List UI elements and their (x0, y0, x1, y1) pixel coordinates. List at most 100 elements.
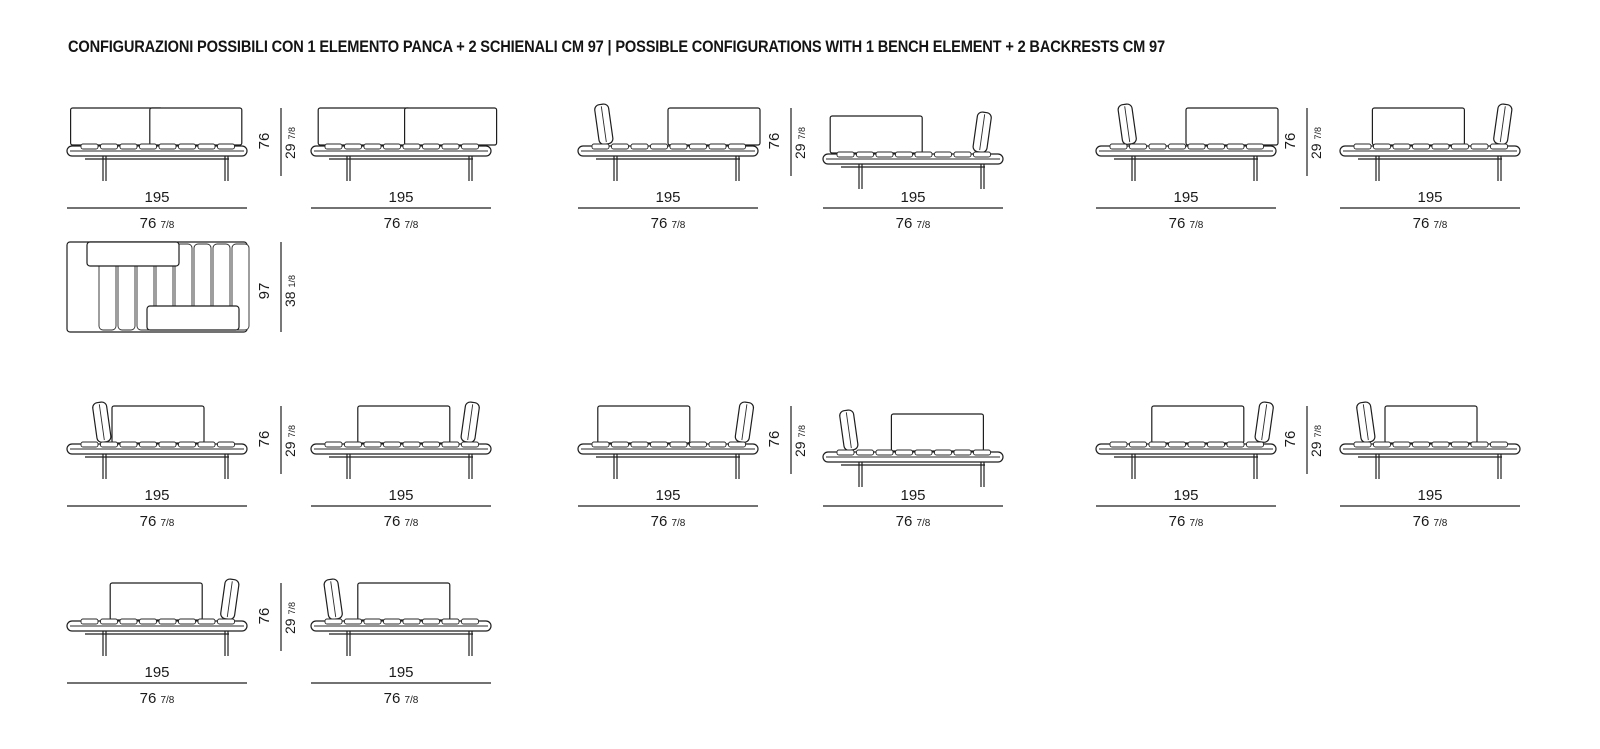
height-in-frac: 7/8 (797, 127, 807, 140)
bench-cushion (1412, 143, 1430, 150)
width-in-whole: 76 (384, 513, 405, 530)
height-cm-label: 76 (256, 608, 273, 625)
bench-cushion (80, 618, 99, 625)
backrest-flat (890, 413, 985, 452)
backrest-tilted (734, 401, 755, 443)
backrest-flat (109, 582, 203, 621)
bench-cushion (1470, 143, 1489, 150)
width-in-whole: 76 (651, 215, 672, 232)
width-cm-label: 195 (144, 189, 169, 206)
bench-cushion (422, 143, 440, 150)
bench-cushion (197, 618, 216, 625)
bench-cushion (1168, 143, 1186, 150)
width-in-label: 76 7/8 (651, 513, 686, 530)
bench-cushion (363, 618, 382, 625)
width-cm-label: 195 (655, 487, 680, 504)
width-cm-label: 195 (1417, 189, 1442, 206)
bench-cushion (178, 441, 196, 448)
bench-cushion (344, 618, 362, 625)
backrest-flat (667, 107, 761, 146)
width-in-label: 76 7/8 (384, 513, 419, 530)
height-cm-label: 76 (1282, 431, 1299, 448)
width-in-frac: 7/8 (160, 695, 174, 706)
bench-cushion (875, 151, 894, 158)
bench-cushion (1129, 441, 1147, 448)
configuration-1a: 195 76 7/8 (66, 107, 248, 232)
backrest-tilted-seam (330, 581, 337, 618)
width-cm-label: 195 (144, 664, 169, 681)
backrest-tilted (972, 111, 992, 153)
height-in-whole: 29 (282, 140, 298, 159)
bench-cushion (441, 618, 460, 625)
height-in-label: 29 7/8 (282, 425, 298, 457)
backrest-flat (357, 582, 451, 621)
bench-cushion (80, 441, 99, 448)
width-in-frac: 7/8 (1433, 518, 1447, 529)
width-cm-label: 195 (144, 487, 169, 504)
bench-cushion (836, 151, 855, 158)
width-in-whole: 76 (384, 215, 405, 232)
plan-backrest-bottom (146, 305, 240, 331)
width-in-frac: 7/8 (671, 220, 685, 231)
width-in-label: 76 7/8 (384, 690, 419, 707)
bench-cushion (1226, 143, 1245, 150)
height-in-label: 29 7/8 (282, 127, 298, 159)
bench-cushion (1168, 441, 1186, 448)
bench-cushion (441, 441, 460, 448)
bench-cushion (363, 441, 382, 448)
bench-cushion (1451, 441, 1469, 448)
width-cm-label: 195 (1417, 487, 1442, 504)
width-in-frac: 7/8 (404, 518, 418, 529)
bench-cushion (1490, 143, 1508, 150)
bench-cushion (383, 618, 401, 625)
bench-cushion (1353, 441, 1372, 448)
backrest-flat (1151, 405, 1245, 444)
bench-cushion (197, 441, 216, 448)
width-in-frac: 7/8 (404, 220, 418, 231)
bench-cushion (856, 151, 874, 158)
bench-cushion (689, 441, 707, 448)
backrest-flat (597, 405, 691, 444)
bench-cushion (1490, 441, 1508, 448)
backrest-tilted (594, 103, 614, 145)
bench-cushion (119, 143, 138, 150)
width-cm-label: 195 (388, 487, 413, 504)
width-in-whole: 76 (1413, 215, 1434, 232)
bench-cushion (630, 441, 649, 448)
width-in-label: 76 7/8 (140, 215, 175, 232)
backrest-flat (1384, 405, 1478, 444)
bench-cushion (1373, 143, 1391, 150)
width-cm-label: 195 (900, 487, 925, 504)
configuration-7a: 195 76 7/8 (66, 578, 248, 707)
bench-cushion (669, 441, 688, 448)
bench-cushion (100, 441, 118, 448)
bench-cushion (178, 143, 196, 150)
width-in-label: 76 7/8 (140, 690, 175, 707)
backrest-tilted (1117, 103, 1137, 145)
backrest-tilted-seam (1261, 404, 1268, 441)
backrest-tilted-seam (98, 404, 105, 441)
bench-cushion (895, 151, 913, 158)
backrest-tilted (1493, 103, 1513, 145)
bench-cushion (461, 441, 479, 448)
bench-cushion (100, 618, 118, 625)
bench-cushion (1353, 143, 1372, 150)
bench-cushion (875, 449, 894, 456)
width-in-label: 76 7/8 (896, 215, 931, 232)
bench-cushion (708, 143, 727, 150)
width-in-frac: 7/8 (404, 695, 418, 706)
bench-cushion (324, 618, 343, 625)
bench-cushion (383, 441, 401, 448)
backrest-flat (1185, 107, 1279, 146)
backrest-flat (357, 405, 451, 444)
bench-cushion (1109, 143, 1128, 150)
bench-cushion (344, 441, 362, 448)
height-in-label: 29 7/8 (1308, 127, 1324, 159)
width-in-whole: 76 (896, 513, 917, 530)
bench-cushion (934, 151, 952, 158)
